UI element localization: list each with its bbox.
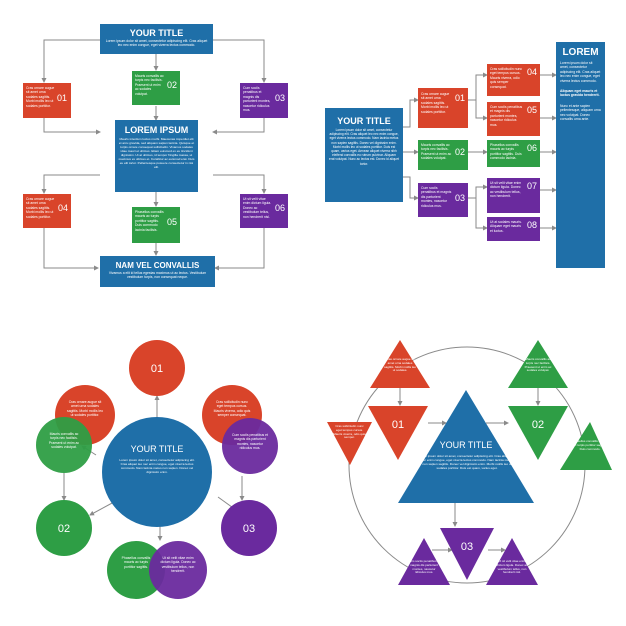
q2-right-text2: Nunc et ante sapien pellentesque, aliqua… — [560, 103, 601, 122]
q3-small-f-text: Ut sit velit vitae enim dictum ligula. D… — [160, 556, 196, 574]
q3-small-a-text: Cras ornare augue sit amet urna sodales … — [67, 400, 103, 418]
q3-title: YOUR TITLE — [131, 444, 184, 454]
q1-title-text: Lorem ipsum dolor sit amet, consectetur … — [105, 39, 208, 48]
q1-item-02: Mauris convallis ac turpis nec facilisis… — [132, 71, 180, 105]
q2-num-08: 08 — [526, 220, 537, 230]
q2-title-box: YOUR TITLE Lorem ipsum dolor sit amet, c… — [325, 108, 403, 202]
q3-small-e-text: Phasellus convallis mauris ac turpis por… — [121, 556, 151, 569]
q1-num-05: 05 — [166, 217, 177, 227]
q3-circle-small-e — [107, 541, 165, 599]
q2-num-06: 06 — [526, 143, 537, 153]
q3-num-01: 01 — [151, 363, 163, 375]
q1-bottom-box: NAM VEL CONVALLIS Vivamus a elit id tell… — [100, 256, 215, 287]
q4-center-tri — [398, 390, 534, 503]
q2-num-01: 01 — [454, 93, 465, 103]
q2-right-panel: LOREM Lorem ipsum dolor sit amet, consec… — [556, 42, 605, 268]
q1-mid-text: Mauris interdum luctus morbi. Maecenas i… — [118, 137, 195, 169]
q2-right-06: Phasellus convallis mauris ac turpis por… — [487, 140, 540, 167]
q2-num-07: 07 — [526, 181, 537, 191]
q2-num-03: 03 — [454, 193, 465, 203]
q2-num-04: 04 — [526, 67, 537, 77]
q3-num-03: 03 — [243, 523, 255, 535]
q1-num-03: 03 — [274, 93, 285, 103]
q4-tri-02 — [508, 406, 568, 460]
q3-small-b-text: Cras sollicitudin nunc eget tempus cursu… — [213, 400, 251, 418]
q2-mid-03: Cum sociis penatibus et magnis dis partu… — [418, 183, 468, 217]
q2-right-08: Ut at sodales mauris. Aliquam eget mauri… — [487, 217, 540, 241]
q1-item-06: Ut sit velit vitae enim dictum ligula. D… — [240, 194, 288, 228]
q1-bottom-title: NAM VEL CONVALLIS — [115, 261, 200, 270]
q1-title-box: YOUR TITLE Lorem ipsum dolor sit amet, c… — [100, 24, 213, 54]
q4-num-02: 02 — [532, 419, 544, 431]
q4-tri-small-f — [486, 538, 538, 585]
q4-tri-small-a — [370, 340, 430, 388]
q4-tri-01 — [368, 406, 428, 460]
q4-small-a-text: Cras ornare augue sit amet urna sodales … — [384, 358, 416, 373]
q2-num-05: 05 — [526, 105, 537, 115]
q3-circle-small-c — [36, 417, 92, 473]
q1-item-01: Cras ornare augue sit amet urna sodales … — [23, 83, 71, 118]
q3-center-circle — [102, 417, 212, 527]
q2-mid-01: Cras ornare augue sit amet urna sodales … — [418, 88, 468, 128]
q2-right-04: Cras sollicitudin nunc eget tempus cursu… — [487, 64, 540, 96]
q3-small-c-text: Mauris convallis ac turpis nec facilisis… — [48, 432, 80, 450]
q3-circle-small-f — [149, 541, 207, 599]
q4-small-c-text: Mauris convallis ac turpis nec facilisis… — [524, 358, 552, 373]
q4-title-text: Lorem ipsum dolor sit amet, consectetur … — [418, 454, 516, 471]
q1-item-03: Cum sociis penatibus et magnis dis partu… — [240, 83, 288, 118]
q2-title: YOUR TITLE — [337, 116, 391, 126]
q3-circle-small-d — [222, 418, 278, 474]
q4-tri-small-d — [560, 422, 612, 470]
q1-num-02: 02 — [166, 80, 177, 90]
q1-num-01: 01 — [56, 93, 67, 103]
q2-right-text: Lorem ipsum dolor sit amet, consectetur … — [560, 61, 601, 83]
q1-num-06: 06 — [274, 203, 285, 213]
q4-num-03: 03 — [461, 541, 473, 553]
q1-title: YOUR TITLE — [129, 28, 184, 38]
q4-title: YOUR TITLE — [440, 440, 493, 450]
q1-item-05: Phasellus convallis mauris ac turpis por… — [132, 207, 180, 243]
q2-right-05: Cum sociis penatibus et magnis dis partu… — [487, 102, 540, 136]
q4-tri-small-c — [508, 340, 568, 388]
q2-mid-02: Mauris convallis ac turpis nec facilisis… — [418, 140, 468, 170]
q2-num-02: 02 — [454, 147, 465, 157]
q4-small-b-text: Cras sollicitudin nunc eget tempus cursu… — [333, 425, 366, 440]
q4-tri-small-b — [327, 422, 372, 465]
q1-mid-box: LOREM IPSUM Mauris interdum luctus morbi… — [115, 120, 198, 192]
q3-circle-01 — [129, 340, 185, 396]
q3-circle-02 — [36, 500, 92, 556]
q4-num-01: 01 — [392, 419, 404, 431]
q2-right-07: Ut sit velit vitae enim dictum ligula. D… — [487, 178, 540, 213]
q1-bottom-text: Vivamus a elit id tellus egestas maximus… — [108, 271, 207, 280]
q4-small-e-text: Cum sociis penatibus et magnis dis partu… — [408, 560, 440, 575]
q4-small-d-text: Phasellus convallis mauris ac turpis por… — [572, 440, 608, 451]
q3-num-02: 02 — [58, 523, 70, 535]
q2-right-bold: Aliquam eget mauris et luctus gravida he… — [560, 89, 600, 98]
q4-tri-small-e — [398, 538, 450, 585]
q3-small-d-text: Cum sociis penatibus et magnis dis partu… — [232, 433, 268, 451]
q2-right-title: LOREM — [562, 47, 599, 58]
q3-title-text: Lorem ipsum dolor sit amet, consectetur … — [119, 458, 195, 475]
q1-num-04: 04 — [57, 203, 68, 213]
q1-item-04: Cras ornare augue sit amet urna sodales … — [23, 194, 71, 228]
q4-small-f-text: Ut sit velit vitae enim dictum ligula. D… — [496, 560, 528, 575]
q2-title-text: Lorem ipsum dolor sit amet, consectetur … — [329, 128, 399, 166]
q3-circle-03 — [221, 500, 277, 556]
q1-mid-title: LOREM IPSUM — [124, 125, 189, 135]
q4-tri-03 — [440, 528, 494, 580]
